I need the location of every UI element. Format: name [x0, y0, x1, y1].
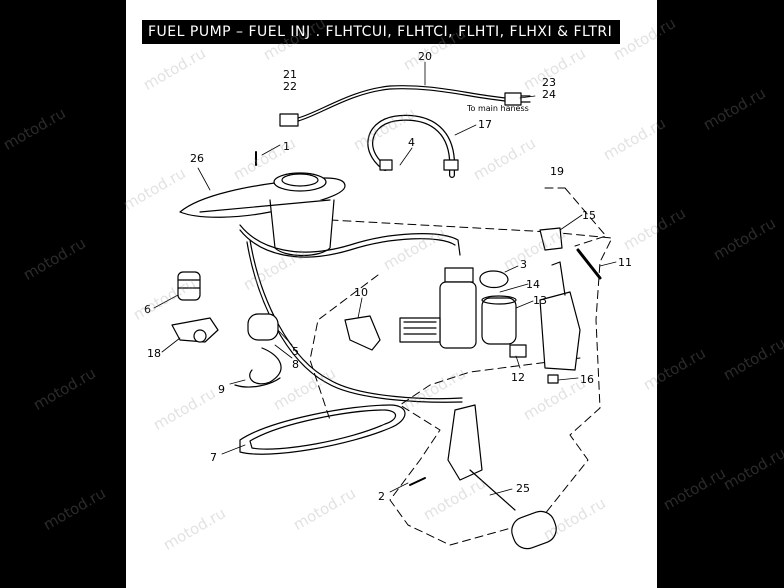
callout-17: 17 — [478, 118, 492, 131]
callout-22: 22 — [283, 80, 297, 93]
callout-12: 12 — [511, 371, 525, 384]
callout-11: 11 — [618, 256, 632, 269]
callout-10: 10 — [354, 286, 368, 299]
vent-hose — [367, 114, 459, 178]
callout-8: 8 — [292, 358, 299, 371]
fuel-lines — [239, 224, 463, 403]
retainer-bracket — [344, 315, 381, 351]
callout-7: 7 — [210, 451, 217, 464]
mounting-gasket — [239, 404, 406, 455]
callout-9: 9 — [218, 383, 225, 396]
pressure-regulator — [171, 271, 219, 343]
callout-26: 26 — [190, 152, 204, 165]
callout-20: 20 — [418, 50, 432, 63]
callout-2: 2 — [378, 490, 385, 503]
callout-18: 18 — [147, 347, 161, 360]
callout-25: 25 — [516, 482, 530, 495]
callout-13: 13 — [533, 294, 547, 307]
callout-4: 4 — [408, 136, 415, 149]
callout-19: 19 — [550, 165, 564, 178]
mounting-plate — [179, 172, 346, 257]
callout-14: 14 — [526, 278, 540, 291]
fuel-filter — [234, 313, 282, 388]
sender-bracket — [509, 227, 602, 384]
pump-sleeve — [481, 295, 517, 345]
level-sender — [447, 404, 557, 550]
callout-1: 1 — [283, 140, 290, 153]
screws — [255, 151, 426, 486]
hose-clamp — [479, 270, 509, 289]
main-harness-note: To main haness — [466, 104, 529, 113]
leader-lines — [153, 61, 617, 496]
callout-24: 24 — [542, 88, 556, 101]
main-harness-wire — [279, 85, 531, 127]
callout-labels: 1 2 3 4 5 6 7 8 9 10 11 12 13 14 15 16 1… — [144, 50, 632, 503]
callout-23: 23 — [542, 76, 556, 89]
callout-5: 5 — [292, 345, 299, 358]
callout-6: 6 — [144, 303, 151, 316]
callout-21: 21 — [283, 68, 297, 81]
callout-16: 16 — [580, 373, 594, 386]
diagram-title: FUEL PUMP – FUEL INJ . FLHTCUI, FLHTCI, … — [142, 20, 620, 44]
fuel-pump — [399, 267, 477, 349]
callout-3: 3 — [520, 258, 527, 271]
callout-15: 15 — [582, 209, 596, 222]
